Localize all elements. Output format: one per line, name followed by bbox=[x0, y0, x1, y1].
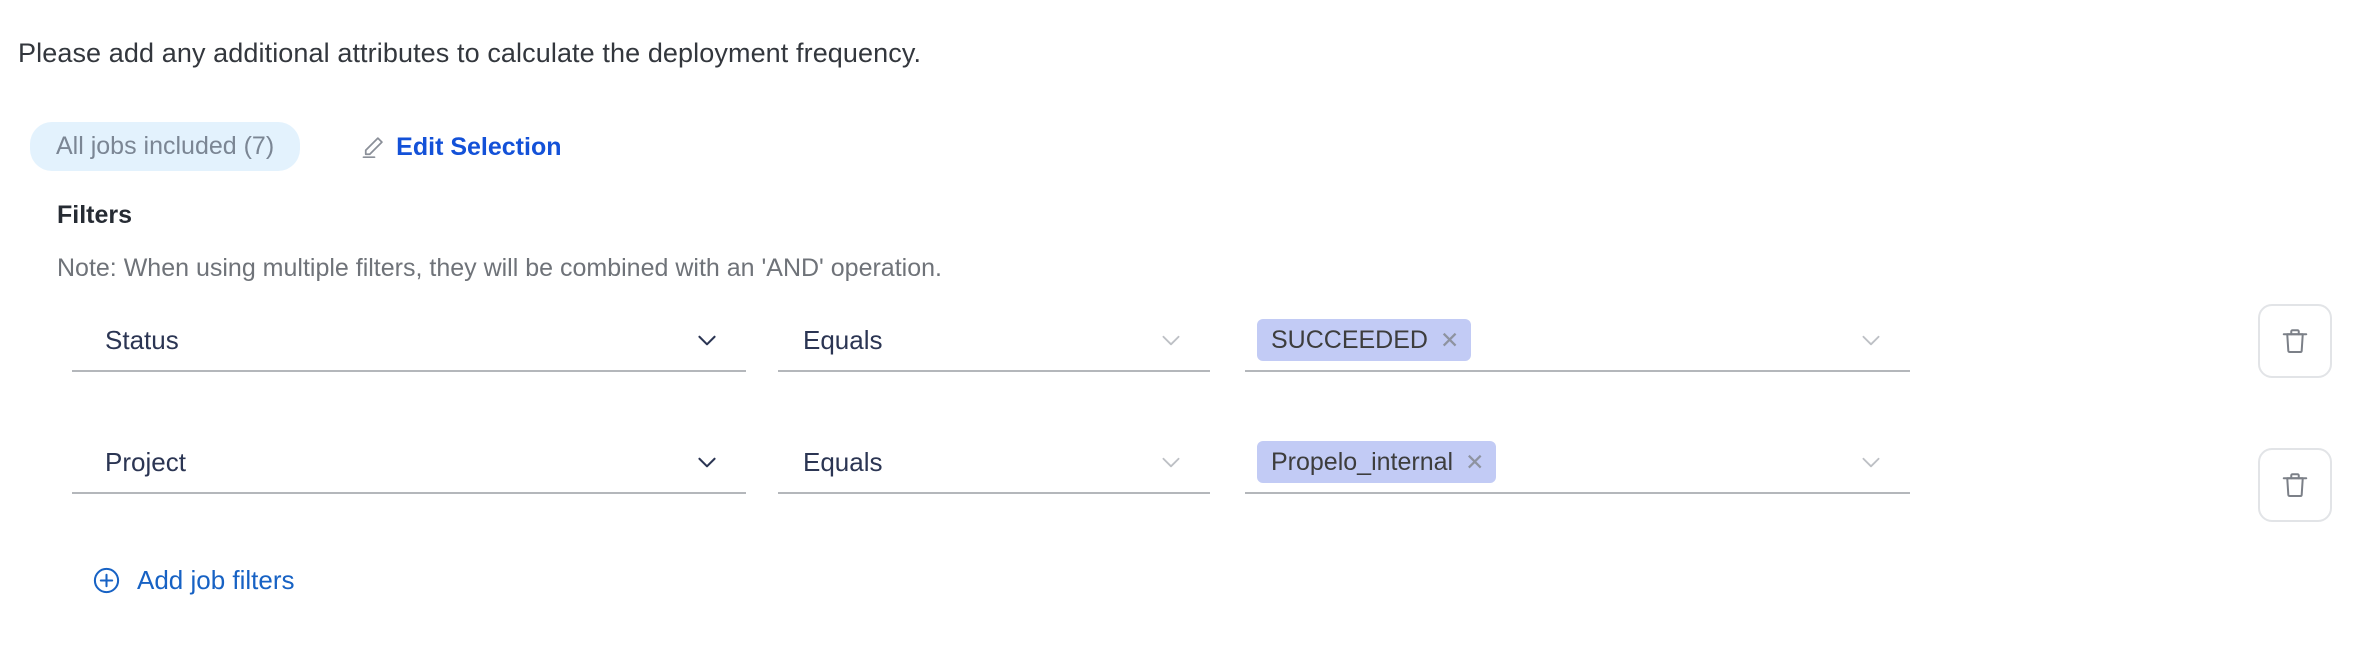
edit-selection-link[interactable]: Edit Selection bbox=[360, 133, 561, 161]
filter-attribute-select[interactable]: Project bbox=[72, 432, 746, 494]
filters-heading: Filters bbox=[57, 201, 133, 229]
value-chip-label: SUCCEEDED bbox=[1271, 326, 1428, 354]
filter-value-chips: SUCCEEDED ✕ bbox=[1245, 319, 1858, 361]
chevron-down-icon bbox=[1858, 327, 1884, 353]
value-chip[interactable]: SUCCEEDED ✕ bbox=[1257, 319, 1472, 361]
filter-value-select[interactable]: SUCCEEDED ✕ bbox=[1245, 310, 1910, 372]
filter-attribute-select[interactable]: Status bbox=[72, 310, 746, 372]
filter-operator-value: Equals bbox=[803, 325, 883, 355]
add-job-filters-label: Add job filters bbox=[137, 565, 295, 595]
trash-icon bbox=[2280, 326, 2310, 356]
filter-attribute-value: Status bbox=[105, 325, 179, 355]
chevron-down-icon bbox=[1158, 327, 1184, 353]
chevron-down-icon bbox=[694, 327, 720, 353]
filter-operator-select[interactable]: Equals bbox=[778, 310, 1210, 372]
filters-note: Note: When using multiple filters, they … bbox=[57, 254, 942, 282]
filter-operator-select[interactable]: Equals bbox=[778, 432, 1210, 494]
value-chip[interactable]: Propelo_internal ✕ bbox=[1257, 441, 1497, 483]
chevron-down-icon bbox=[694, 449, 720, 475]
filter-row: Project Equals Propelo_internal ✕ bbox=[0, 432, 2376, 522]
page-description: Please add any additional attributes to … bbox=[18, 38, 922, 68]
filter-row: Status Equals SUCCEEDED ✕ bbox=[0, 304, 2376, 390]
filter-operator-value: Equals bbox=[803, 447, 883, 477]
selection-row: All jobs included (7) Edit Selection bbox=[30, 122, 561, 171]
chevron-down-icon bbox=[1858, 449, 1884, 475]
jobs-included-badge: All jobs included (7) bbox=[30, 122, 301, 171]
add-job-filters-link[interactable]: Add job filters bbox=[92, 565, 295, 595]
value-chip-label: Propelo_internal bbox=[1271, 448, 1454, 476]
delete-filter-button[interactable] bbox=[2258, 304, 2332, 378]
filter-value-select[interactable]: Propelo_internal ✕ bbox=[1245, 432, 1910, 494]
filter-value-chips: Propelo_internal ✕ bbox=[1245, 441, 1858, 483]
pencil-icon bbox=[360, 134, 386, 160]
circle-plus-icon bbox=[92, 566, 121, 595]
filter-attribute-value: Project bbox=[105, 447, 186, 477]
chevron-down-icon bbox=[1158, 449, 1184, 475]
close-icon[interactable]: ✕ bbox=[1465, 448, 1485, 475]
edit-selection-label: Edit Selection bbox=[396, 132, 562, 161]
trash-icon bbox=[2280, 470, 2310, 500]
close-icon[interactable]: ✕ bbox=[1439, 326, 1460, 353]
delete-filter-button[interactable] bbox=[2258, 448, 2332, 522]
